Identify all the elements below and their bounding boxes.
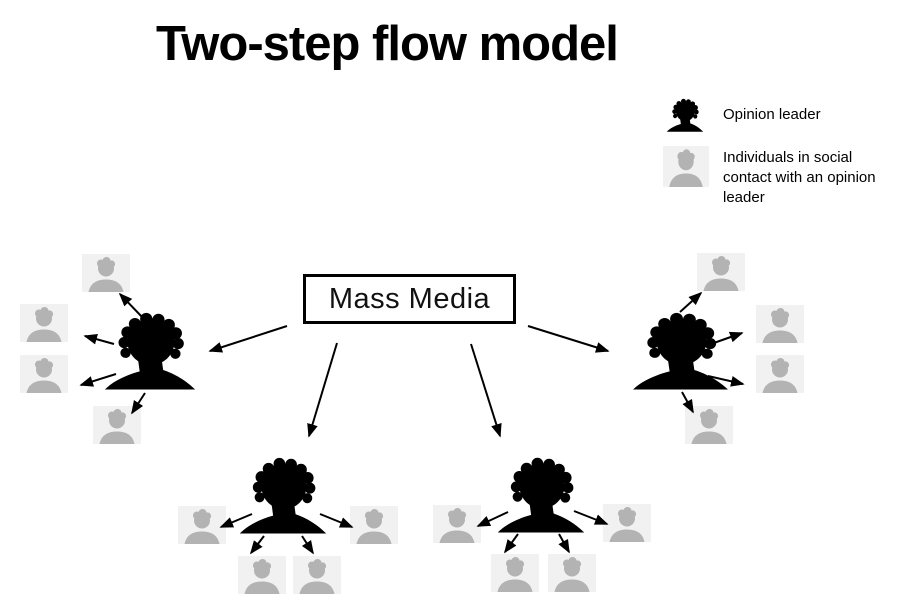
arrow [470, 343, 502, 438]
individual-icon [756, 355, 804, 393]
opinion-leader-icon [103, 311, 197, 390]
individual-icon [697, 253, 745, 291]
individual-icon [238, 556, 286, 594]
arrow [307, 342, 338, 438]
individual-icon [178, 506, 226, 544]
individuals-label: Individuals in social contact with an op… [723, 149, 876, 206]
opinion-leader-icon [496, 456, 586, 533]
individual-icon [491, 554, 539, 592]
opinion-leader-label: Opinion leader [723, 106, 821, 123]
individual-icon [756, 305, 804, 343]
individual-icon [93, 406, 141, 444]
individual-icon [663, 146, 709, 187]
page-title: Two-step flow model [156, 17, 619, 71]
arrow [301, 535, 314, 555]
mass-media-box: Mass Media [303, 274, 516, 324]
individual-icon [293, 556, 341, 594]
arrow [250, 535, 265, 555]
arrow [527, 325, 610, 353]
arrow [208, 325, 288, 353]
individual-icon [685, 406, 733, 444]
legend-individuals: Individuals in social contact with an op… [663, 146, 900, 208]
individual-icon [82, 254, 130, 292]
individual-icon [548, 554, 596, 592]
opinion-leader-icon [238, 456, 328, 534]
individual-icon [603, 504, 651, 542]
arrow [504, 533, 519, 554]
individual-icon [433, 505, 481, 543]
opinion-leader-icon [631, 311, 730, 390]
arrow [558, 533, 570, 554]
individual-icon [20, 304, 68, 342]
opinion-leader-icon [666, 98, 704, 132]
arrow [679, 291, 703, 313]
legend-opinion-leader: Opinion leader [666, 98, 821, 132]
individual-icon [350, 506, 398, 544]
individual-icon [20, 355, 68, 393]
